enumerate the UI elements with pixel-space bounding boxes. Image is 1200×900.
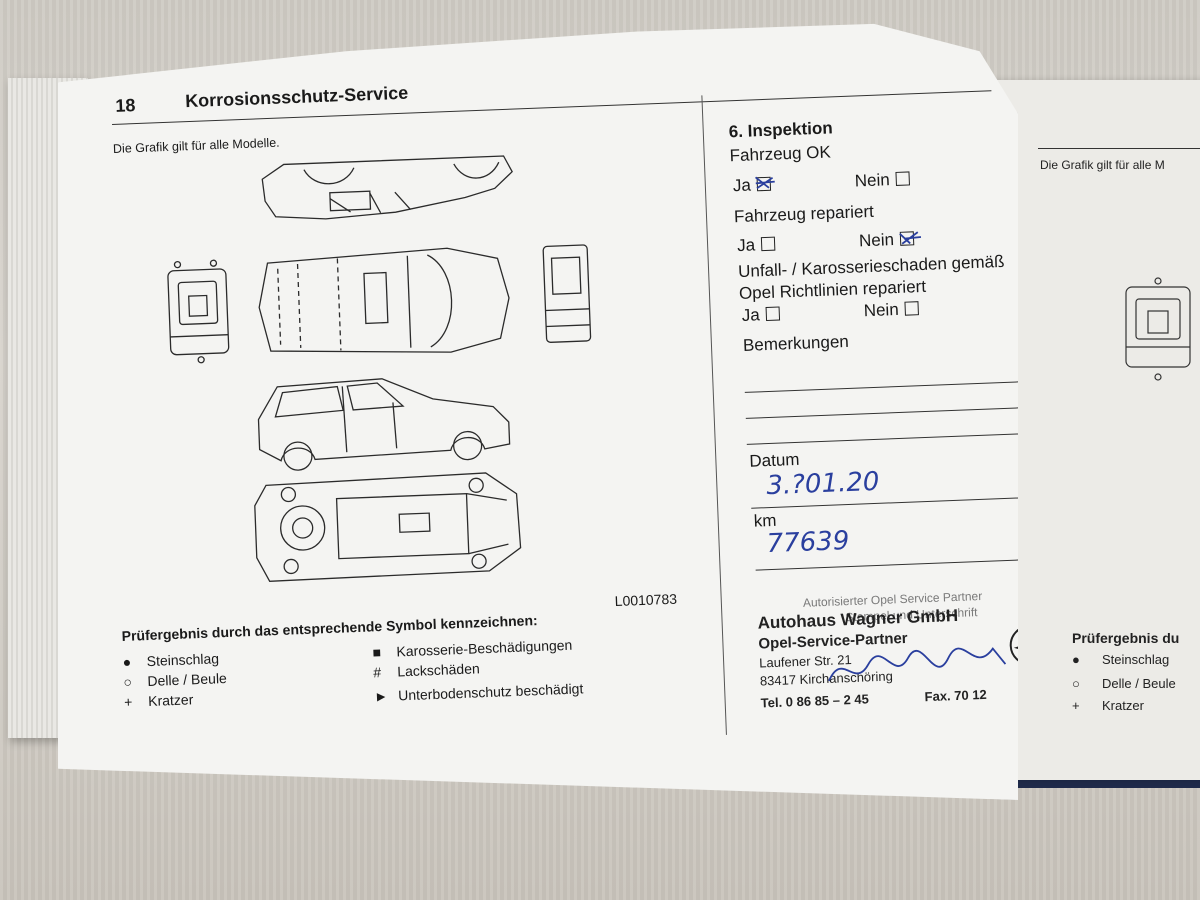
page-number: 18 (114, 95, 136, 116)
accident-damage-no: Nein (863, 299, 919, 321)
checkbox[interactable] (904, 301, 919, 316)
car-top-roof-view (261, 155, 513, 220)
vehicle-repaired-label: Fahrzeug repariert (733, 201, 875, 227)
no-label: Nein (863, 299, 900, 321)
right-car-rear-view (1125, 277, 1191, 381)
right-page-rule (1038, 148, 1200, 149)
car-front-view (542, 244, 592, 343)
legend-symbol: ► (373, 687, 389, 705)
grafik-note: Die Grafik gilt für alle Modelle. (112, 135, 280, 156)
legend-instruction: Prüfergebnis durch das entsprechende Sym… (121, 612, 538, 645)
date-label: Datum (749, 449, 800, 471)
car-rear-view (167, 259, 230, 364)
legend-label: Kratzer (1102, 698, 1144, 713)
remarks-line[interactable] (744, 381, 1018, 393)
legend-label: Steinschlag (1102, 652, 1170, 667)
vehicle-repaired-yes: Ja (737, 235, 776, 256)
legend-symbol: ○ (123, 673, 133, 690)
remarks-line[interactable] (746, 433, 1018, 445)
section-title: Korrosionsschutz-Service (184, 82, 409, 112)
checkbox[interactable] (765, 306, 781, 322)
image-code: L0010783 (614, 590, 678, 610)
vehicle-ok-yes: Ja (732, 175, 775, 196)
legend-item: ► Unterbodenschutz beschädigt (374, 680, 584, 704)
legend-item: # Lackschäden (373, 660, 480, 680)
car-underbody-view (254, 472, 522, 582)
legend-label: Karosserie-Beschädigungen (396, 636, 573, 660)
right-grafik-note: Die Grafik gilt für alle M (1040, 158, 1165, 172)
right-legend-item: ○ Delle / Beule (1072, 676, 1176, 691)
legend-symbol: + (1072, 698, 1080, 713)
yes-label: Ja (741, 305, 761, 325)
vehicle-ok-no: Nein (854, 169, 910, 191)
handwritten-check-icon (754, 176, 775, 190)
legend-item: ■ Karosserie-Beschädigungen (372, 637, 572, 661)
vehicle-ok-label: Fahrzeug OK (729, 142, 832, 166)
opel-logo-icon (1009, 625, 1018, 666)
right-legend-item: + Kratzer (1072, 698, 1144, 713)
legend-symbol: # (372, 664, 382, 681)
checkbox[interactable] (895, 171, 910, 186)
accident-damage-label: Unfall- / Karosserieschaden gemäß (737, 251, 1005, 282)
legend-label: Steinschlag (146, 650, 220, 670)
no-label: Nein (854, 170, 891, 191)
remarks-label: Bemerkungen (742, 331, 850, 355)
legend-symbol: + (123, 693, 133, 710)
yes-label: Ja (736, 235, 756, 256)
legend-label: Delle / Beule (1102, 676, 1176, 691)
date-value[interactable]: 3.?01.20 (765, 466, 880, 502)
car-side-view (257, 378, 511, 471)
remarks-line[interactable] (745, 407, 1018, 419)
inspection-title: 6. Inspektion (728, 118, 833, 142)
yes-label: Ja (732, 175, 752, 196)
column-divider (701, 95, 727, 735)
right-instruction: Prüfergebnis du (1072, 630, 1180, 646)
manual-page: 18 Korrosionsschutz-Service Die Grafik g… (58, 23, 1018, 800)
dealer-company-name: Autohaus Wagner GmbH (757, 605, 959, 633)
legend-item: + Kratzer (124, 691, 194, 710)
checkbox-checked[interactable] (754, 176, 775, 192)
legend-label: Lackschäden (396, 660, 481, 680)
page-content: 18 Korrosionsschutz-Service Die Grafik g… (58, 24, 1018, 800)
handwritten-check-icon (899, 231, 922, 245)
right-legend-item: ● Steinschlag (1072, 652, 1169, 667)
legend-symbol: ○ (1072, 676, 1080, 691)
checkbox[interactable] (760, 236, 776, 252)
km-line (755, 559, 1018, 571)
legend-symbol: ● (122, 653, 132, 670)
vehicle-repaired-no: Nein (858, 229, 922, 251)
car-damage-diagram (167, 155, 592, 582)
legend-symbol: ■ (372, 644, 382, 661)
legend-label: Kratzer (147, 691, 194, 710)
legend-item: ○ Delle / Beule (123, 670, 227, 690)
legend-symbol: ● (1072, 652, 1080, 667)
accident-damage-yes: Ja (741, 305, 781, 326)
checkbox-checked[interactable] (899, 231, 922, 246)
handwritten-signature (828, 647, 1007, 682)
legend-label: Delle / Beule (147, 670, 228, 690)
km-value[interactable]: 77639 (766, 526, 850, 560)
legend-item: ● Steinschlag (122, 650, 219, 670)
car-top-down-view (258, 247, 510, 353)
legend-label: Unterbodenschutz beschädigt (397, 680, 584, 704)
no-label: Nein (858, 230, 895, 251)
